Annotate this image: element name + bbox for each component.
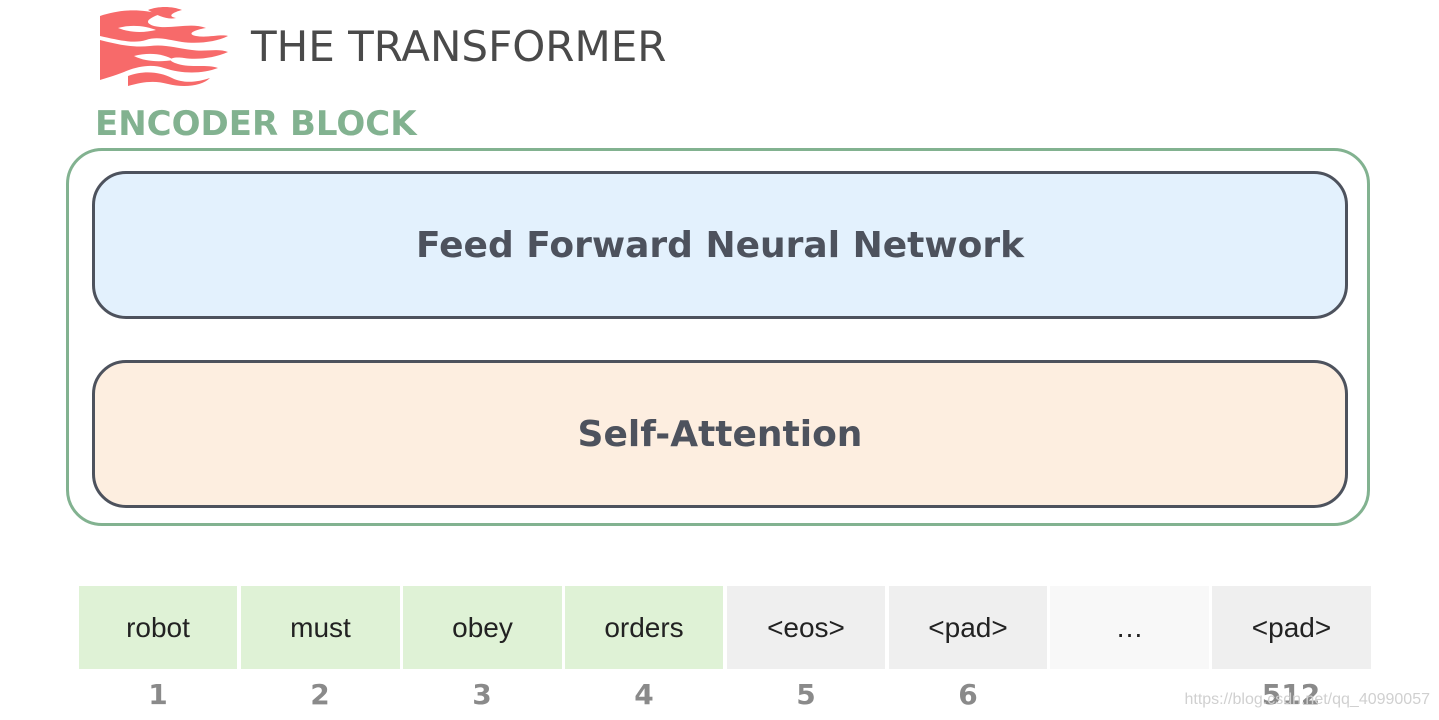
token-cell: obey <box>403 586 562 669</box>
input-token-sequence: robot must obey orders <eos> <pad> … <pa… <box>79 586 1371 669</box>
token-position-number: 5 <box>796 678 816 711</box>
token-position-number: 4 <box>634 678 654 711</box>
token-cell: <pad> <box>889 586 1047 669</box>
encoder-block-label: ENCODER BLOCK <box>95 104 417 144</box>
token-cell: … <box>1050 586 1209 669</box>
token-cell: must <box>241 586 400 669</box>
token-position-number: 6 <box>958 678 978 711</box>
encoder-block-container <box>66 148 1370 526</box>
flame-logo-icon <box>100 7 228 86</box>
token-cell: <eos> <box>727 586 885 669</box>
token-position-number: 3 <box>472 678 492 711</box>
token-cell: <pad> <box>1212 586 1371 669</box>
feed-forward-layer: Feed Forward Neural Network <box>92 171 1348 319</box>
watermark-text: https://blog.csdn.net/qq_40990057 <box>1184 691 1430 708</box>
token-position-number: 1 <box>148 678 168 711</box>
token-cell: orders <box>565 586 723 669</box>
feed-forward-label: Feed Forward Neural Network <box>415 224 1025 266</box>
token-position-number: 2 <box>310 678 330 711</box>
self-attention-label: Self-Attention <box>577 413 863 455</box>
token-position-number: 512 <box>1261 678 1321 711</box>
token-cell: robot <box>79 586 237 669</box>
page-title: THE TRANSFORMER <box>251 22 667 71</box>
self-attention-layer: Self-Attention <box>92 360 1348 508</box>
